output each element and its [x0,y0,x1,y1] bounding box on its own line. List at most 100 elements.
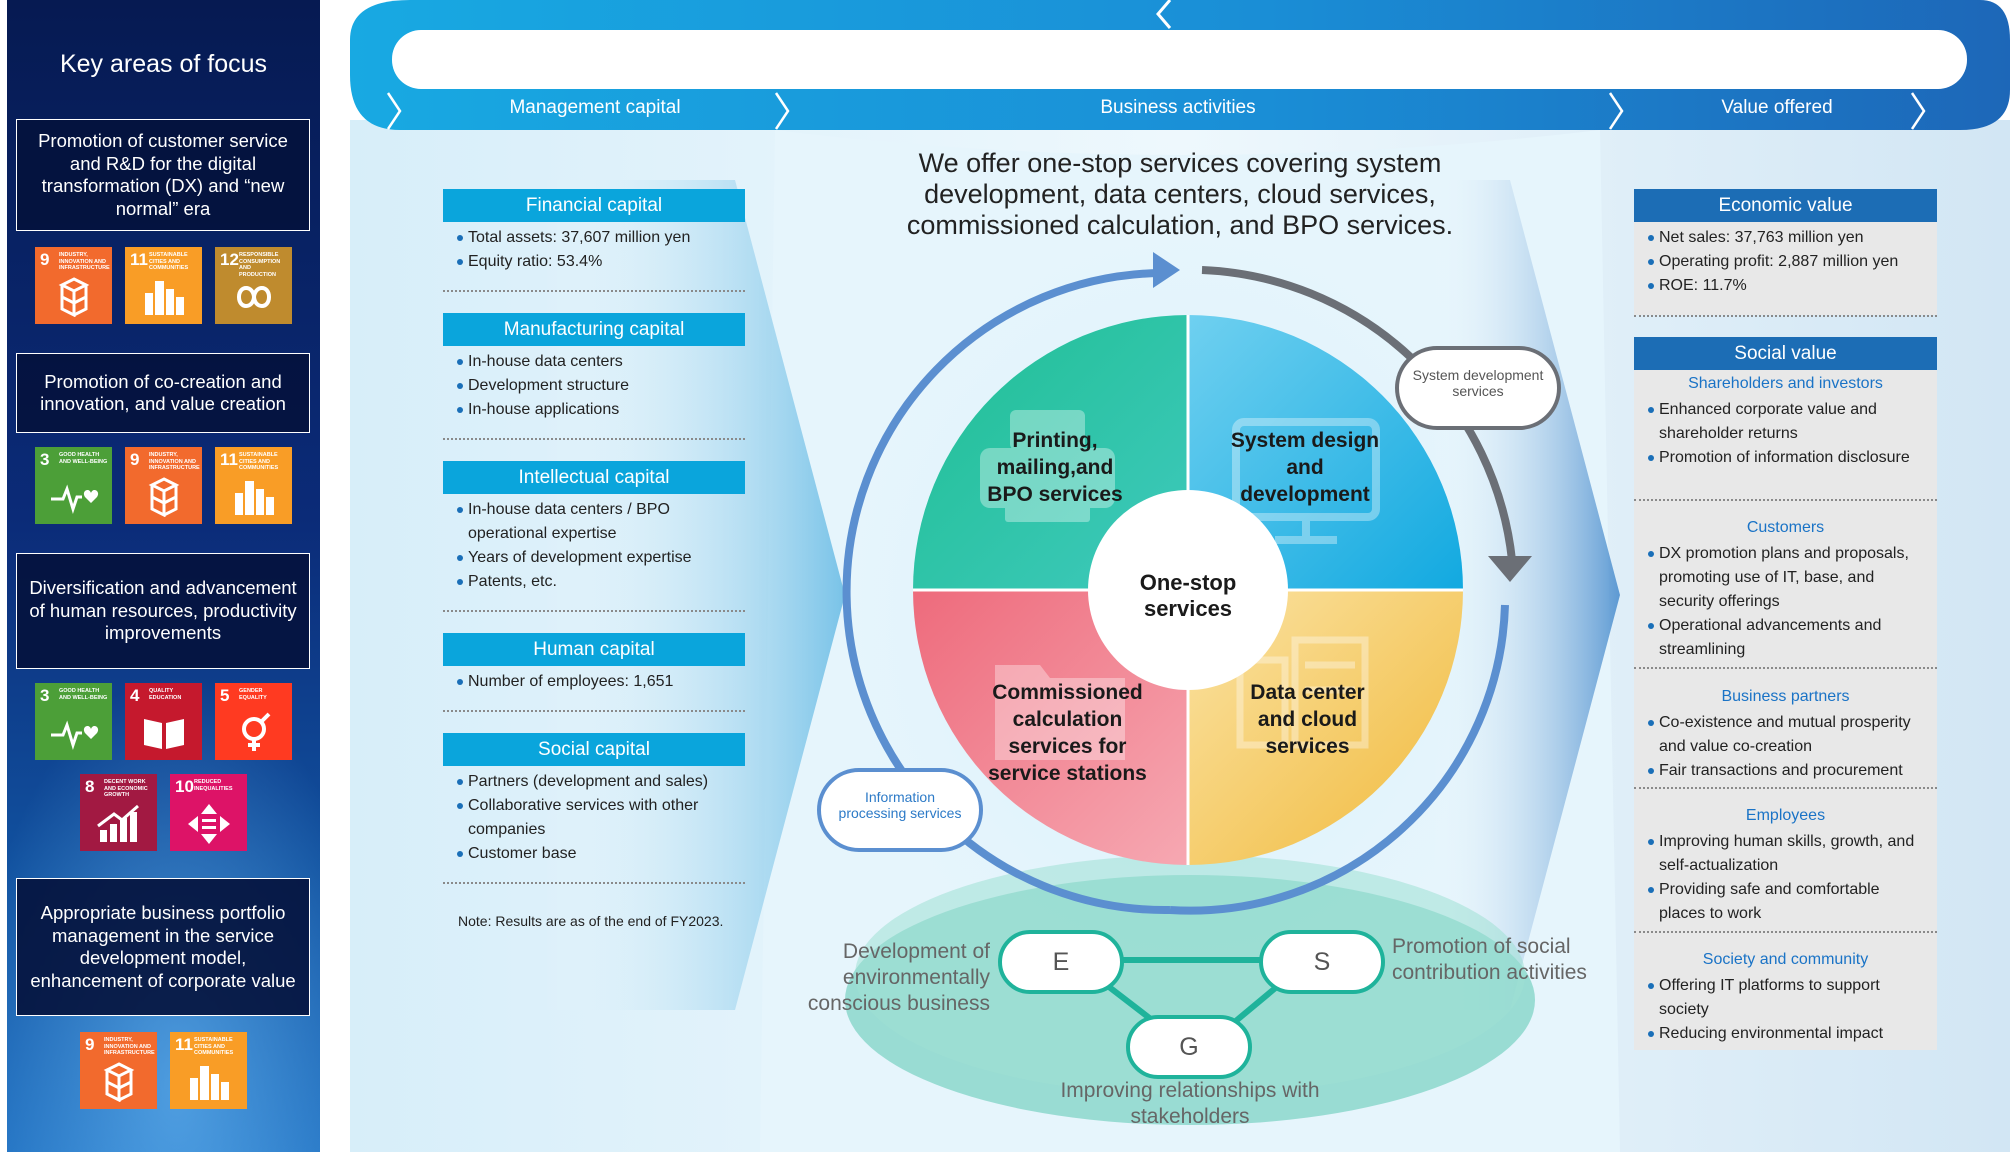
social-group-list: Offering IT platforms to support society… [1647,974,1923,1046]
capital-header-manufacturing: Manufacturing capital [443,313,745,346]
list-item: Providing safe and comfortable places to… [1647,878,1923,926]
infinity-icon [236,286,272,308]
list-item: Operating profit: 2,887 million yen [1647,250,1937,274]
focus-area-label: Diversification and advancement of human… [29,577,297,644]
sdg-number: 8 [85,777,95,796]
sdg-caption: INDUSTRY, INNOVATION AND INFRASTRUCTURE [59,252,110,271]
list-item: ROE: 11.7% [1647,274,1937,298]
sdg-caption: INDUSTRY, INNOVATION AND INFRASTRUCTURE [104,1037,155,1056]
divider [443,882,745,884]
sdg-caption: GOOD HEALTH AND WELL-BEING [59,688,108,701]
list-item: Development structure [456,374,746,398]
capital-header-social: Social capital [443,733,745,766]
sdg-number: 11 [130,250,148,269]
list-item: In-house data centers [456,350,746,374]
sdg-caption: SUSTAINABLE CITIES AND COMMUNITIES [149,252,189,271]
social-group-list: DX promotion plans and proposals, promot… [1647,542,1929,662]
business-headline: We offer one-stop services covering syst… [906,148,1454,240]
sdg-number: 4 [130,686,140,705]
sdg-number: 5 [220,686,230,705]
sdg-3-tile: 3 GOOD HEALTH AND WELL-BEING [35,683,112,760]
city-icon [145,281,184,315]
list-item: Fair transactions and procurement [1647,759,1929,783]
sdg-caption: SUSTAINABLE CITIES AND COMMUNITIES [194,1037,234,1056]
sdg-9-tile: 9 INDUSTRY, INNOVATION AND INFRASTRUCTURE [35,247,112,324]
esg-g-description: Improving relationships with stakeholder… [1060,1079,1320,1128]
list-item: Operational advancements and streamlinin… [1647,614,1929,662]
divider [1634,499,1937,501]
center-label: One-stop services [1139,570,1237,621]
list-item: Reducing environmental impact [1647,1022,1923,1046]
focus-panel: Key areas of focus Promotion of customer… [7,0,320,1152]
sdg-caption: SUSTAINABLE CITIES AND COMMUNITIES [239,452,279,471]
social-group-list: Co-existence and mutual prosperity and v… [1647,711,1929,783]
focus-area-label: Promotion of customer service and R&D fo… [38,130,288,219]
capital-list-social: Partners (development and sales) Collabo… [456,770,746,866]
economic-value-list: Net sales: 37,763 million yen Operating … [1647,226,1937,298]
top-banner [350,0,2010,130]
stage-value-offered: Value offered [1721,97,1833,118]
list-item: Enhanced corporate value and shareholder… [1647,398,1927,446]
cubes-icon [148,477,180,517]
list-item: Patents, etc. [456,570,726,594]
divider [1634,667,1937,669]
stage-management-capital: Management capital [509,97,681,118]
footnote: Note: Results are as of the end of FY202… [458,913,724,929]
value-header-social: Social value [1634,337,1937,370]
focus-area-cocreation: Promotion of co-creation and innovation,… [16,353,310,433]
list-item: Partners (development and sales) [456,770,746,794]
esg-letter-s: S [1313,948,1331,976]
esg-letter-g: G [1179,1033,1199,1061]
sdg-caption: INDUSTRY, INNOVATION AND INFRASTRUCTURE [149,452,200,471]
focus-area-portfolio: Appropriate business portfolio managemen… [16,878,310,1016]
focus-title: Key areas of focus [59,50,268,78]
social-group-title: Customers [1746,519,1825,536]
capital-list-intellectual: In-house data centers / BPO operational … [456,498,726,594]
list-item: Equity ratio: 53.4% [456,250,746,274]
social-group-list: Improving human skills, growth, and self… [1647,830,1923,926]
stage-business-activities: Business activities [1100,97,1256,118]
sdg-number: 9 [40,250,50,269]
list-item: DX promotion plans and proposals, promot… [1647,542,1929,614]
quadrant-label-calculation: Commissioned calculation services for se… [988,681,1147,785]
arrows-icon [188,804,230,844]
list-item: Customer base [456,842,746,866]
focus-area-dx: Promotion of customer service and R&D fo… [16,119,310,231]
social-group-title: Shareholders and investors [1688,375,1883,392]
sdg-4-tile: 4 QUALITY EDUCATION [125,683,202,760]
divider [1634,787,1937,789]
book-icon [144,719,184,749]
city-icon [190,1066,229,1100]
divider [1634,931,1937,933]
list-item: Net sales: 37,763 million yen [1647,226,1937,250]
sdg-number: 3 [40,686,50,705]
sdg-number: 11 [220,450,238,469]
esg-s-description: Promotion of social contribution activit… [1392,935,1587,984]
sdg-caption: QUALITY EDUCATION [149,688,182,701]
cubes-icon [58,277,90,317]
sdg-number: 3 [40,450,50,469]
focus-area-label: Appropriate business portfolio managemen… [30,902,296,991]
divider [443,710,745,712]
list-item: Total assets: 37,607 million yen [456,226,746,250]
capital-header-financial: Financial capital [443,189,745,222]
social-group-title: Society and community [1702,951,1869,968]
list-item: Collaborative services with other compan… [456,794,746,842]
sdg-number: 12 [220,250,239,269]
city-icon [235,481,274,515]
sdg-5-tile: 5 GENDER EQUALITY [215,683,292,760]
growth-chart-icon [97,804,139,842]
sdg-caption: GENDER EQUALITY [239,688,267,701]
list-item: Improving human skills, growth, and self… [1647,830,1923,878]
pill-label-information-processing: Information processing services [838,789,962,821]
list-item: In-house data centers / BPO operational … [456,498,726,546]
list-item: In-house applications [456,398,746,422]
quadrant-label-printing: Printing, mailing,and BPO services [987,429,1123,506]
list-item: Number of employees: 1,651 [456,670,746,694]
